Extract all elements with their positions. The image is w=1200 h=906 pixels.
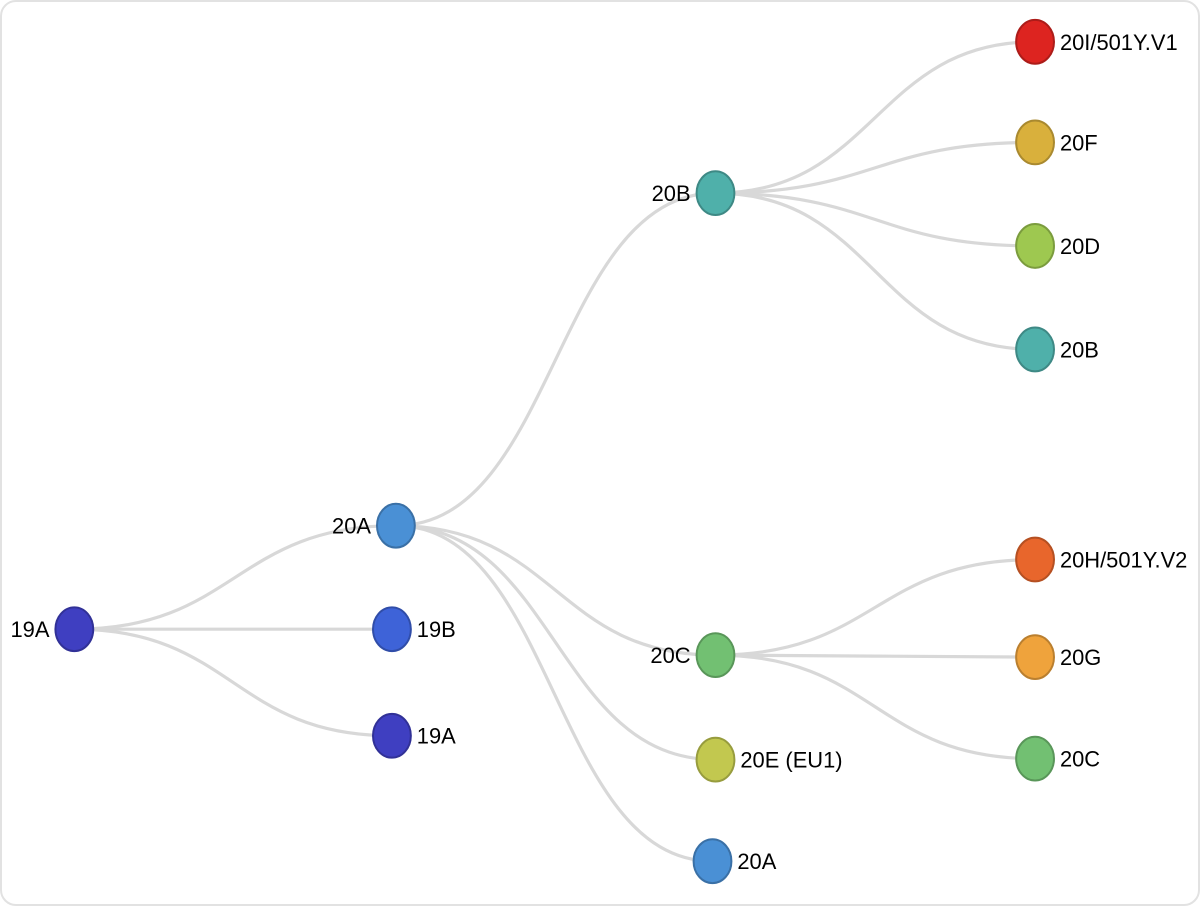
clade-circle-20D[interactable] [1015, 223, 1055, 269]
clade-node-20C-leaf[interactable]: 20C [1015, 735, 1100, 782]
edge-19A-root-20A [72, 524, 398, 631]
clade-circle-20F[interactable] [1015, 119, 1055, 166]
clade-label-20A-leaf: 20A [737, 849, 776, 874]
clade-node-20H-501Y-V2[interactable]: 20H/501Y.V2 [1015, 536, 1187, 583]
clade-label-20B-leaf: 20B [1060, 337, 1099, 362]
clade-label-20C-leaf: 20C [1060, 747, 1100, 772]
clade-label-20C: 20C [650, 643, 690, 668]
clade-node-20E-EU1[interactable]: 20E (EU1) [695, 736, 843, 783]
clade-circle-20A[interactable] [375, 502, 416, 549]
clade-label-20D: 20D [1060, 234, 1100, 259]
clade-circle-20A-leaf[interactable] [692, 838, 733, 885]
clade-node-20G[interactable]: 20G [1015, 634, 1101, 680]
clade-node-20D[interactable]: 20D [1015, 223, 1100, 269]
nodes-layer: 19A 20A 19B 19A 20B 20C 20E (EU1) 20A 20I/501Y.V… [10, 18, 1187, 885]
edge-20B-20B-leaf [713, 191, 1037, 352]
clade-circle-20H-501Y-V2[interactable] [1015, 536, 1055, 583]
clade-circle-20C[interactable] [695, 632, 736, 679]
clade-circle-20B-leaf[interactable] [1015, 326, 1055, 373]
clade-label-20H-501Y-V2: 20H/501Y.V2 [1060, 547, 1187, 572]
edge-20B-20F [713, 140, 1037, 195]
clade-circle-20G[interactable] [1015, 634, 1055, 680]
clade-node-19B[interactable]: 19B [372, 606, 456, 653]
clade-label-19B: 19B [417, 617, 456, 642]
clade-node-20I-501Y-V1[interactable]: 20I/501Y.V1 [1015, 18, 1178, 65]
clade-node-20B-leaf[interactable]: 20B [1015, 326, 1099, 373]
edge-20A-20C [394, 524, 718, 657]
clade-node-20A[interactable]: 20A [332, 502, 416, 549]
edge-20B-20I-501Y-V1 [713, 40, 1037, 195]
edge-20C-20C-leaf [713, 653, 1037, 761]
clade-label-20A: 20A [332, 514, 371, 539]
edge-20C-20G [713, 653, 1037, 659]
edge-20A-20E-EU1 [394, 524, 718, 762]
clade-node-20C[interactable]: 20C [650, 632, 736, 679]
clade-circle-20B[interactable] [695, 170, 736, 217]
edge-20A-20A-leaf [394, 524, 715, 863]
clade-circle-19A-child[interactable] [372, 712, 412, 759]
clade-label-20G: 20G [1060, 645, 1101, 670]
edge-20C-20H-501Y-V2 [713, 557, 1037, 657]
edges-layer [72, 40, 1037, 863]
clade-label-19A-root: 19A [10, 617, 49, 642]
edge-19A-root-19A-child [72, 627, 394, 738]
clade-circle-19A-root[interactable] [54, 606, 95, 653]
clade-label-20B: 20B [652, 181, 691, 206]
clade-node-20B[interactable]: 20B [652, 170, 736, 217]
edge-20A-20B [394, 191, 718, 528]
clade-circle-20E-EU1[interactable] [695, 736, 736, 783]
edge-20B-20D [713, 191, 1037, 248]
clade-node-19A-root[interactable]: 19A [10, 606, 95, 653]
clade-node-20F[interactable]: 20F [1015, 119, 1098, 166]
clade-label-20F: 20F [1060, 130, 1098, 155]
clade-circle-19B[interactable] [372, 606, 412, 653]
clade-circle-20C-leaf[interactable] [1015, 735, 1055, 782]
clade-circle-20I-501Y-V1[interactable] [1015, 18, 1055, 65]
clade-label-19A-child: 19A [417, 724, 456, 749]
clade-label-20E-EU1: 20E (EU1) [740, 748, 842, 773]
clade-node-19A-child[interactable]: 19A [372, 712, 456, 759]
clade-label-20I-501Y-V1: 20I/501Y.V1 [1060, 30, 1178, 55]
clade-node-20A-leaf[interactable]: 20A [692, 838, 777, 885]
